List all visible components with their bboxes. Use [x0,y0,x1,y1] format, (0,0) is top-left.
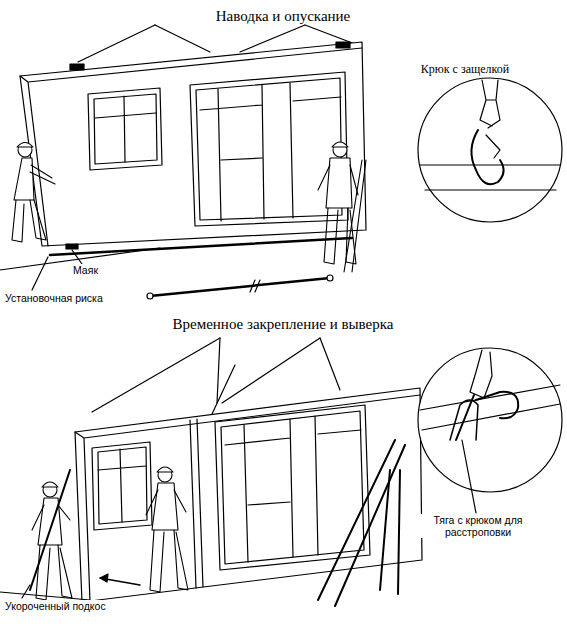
section-heading: Временное закрепление и выверка [173,316,394,333]
detail-label: Крюк с защелкой [421,62,509,77]
detail-label: Тяга с крюком для расстроповки [417,514,539,538]
part-label: Укороченный подкос [4,600,107,612]
section-heading: Наводка и опускание [216,8,351,25]
part-label: Маяк [72,264,99,276]
part-label: Установочная риска [4,292,104,304]
